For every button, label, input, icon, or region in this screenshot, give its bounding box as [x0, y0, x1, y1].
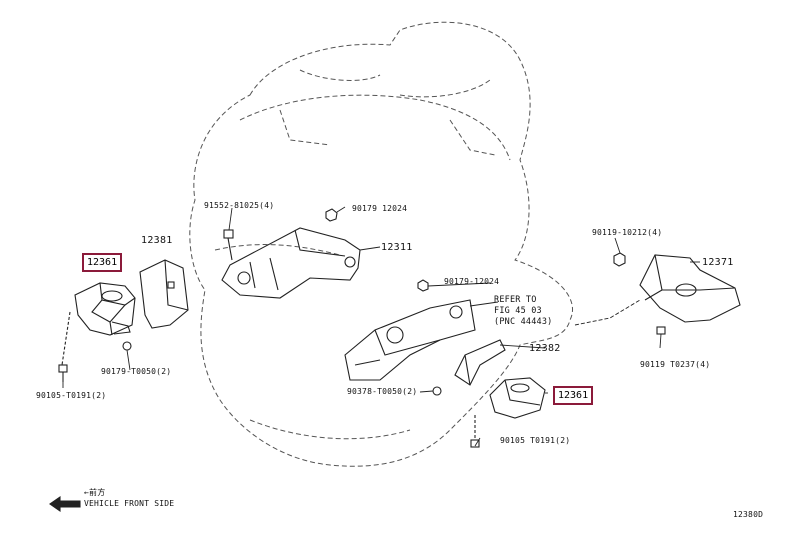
engine-outline — [189, 21, 574, 467]
bolt-90105-right — [470, 415, 480, 448]
nut-90179-a — [325, 208, 338, 222]
front-arrow-icon — [49, 495, 81, 513]
label-part-12311: 12311 — [381, 242, 413, 253]
label-bolt-90105-left: 90105-T0191(2) — [36, 391, 107, 400]
label-bolt-90119-b: 90119 T0237(4) — [640, 360, 711, 369]
refer-note-line2: FIG 45 03 — [494, 306, 542, 316]
bracket-12311[interactable] — [221, 227, 361, 299]
part-12361-left-highlight[interactable]: 12361 — [82, 253, 123, 272]
label-nut-90378: 90378-T0050(2) — [347, 387, 418, 396]
bolt-90119-a — [613, 252, 626, 267]
nut-90179-b — [417, 279, 429, 292]
label-part-12382: 12382 — [529, 343, 561, 354]
direction-label-en: VEHICLE FRONT SIDE — [84, 499, 175, 508]
leader-lines — [62, 206, 700, 447]
bracket-12382[interactable] — [454, 339, 506, 386]
left-bolt — [58, 311, 71, 382]
bolt-90119-b — [656, 326, 666, 335]
diagram-code: 12380D — [733, 510, 764, 519]
label-nut-90179-b: 90179-12024 — [444, 277, 500, 286]
part-12361-right-highlight[interactable]: 12361 — [553, 386, 594, 405]
center-bracket[interactable] — [344, 299, 476, 381]
label-part-12371: 12371 — [702, 257, 734, 268]
label-nut-90179-c: 90179-T0050(2) — [101, 367, 172, 376]
left-mount-insulator[interactable] — [74, 282, 136, 336]
right-mount-insulator[interactable] — [489, 377, 546, 419]
label-nut-90179-a: 90179 12024 — [352, 204, 408, 213]
part-12381-pad[interactable] — [139, 259, 189, 329]
label-part-12381: 12381 — [141, 235, 173, 246]
left-nut — [122, 341, 132, 351]
bolt-91552 — [223, 229, 234, 261]
refer-note-line1: REFER TO — [494, 295, 537, 305]
label-bolt-90119-a: 90119-10212(4) — [592, 228, 663, 237]
refer-note-line3: (PNC 44443) — [494, 317, 553, 327]
label-bolt-91552: 91552-81025(4) — [204, 201, 275, 210]
nut-90378 — [432, 386, 442, 396]
direction-label-cn: ←前方 — [84, 488, 106, 497]
right-mount-12371[interactable] — [639, 254, 741, 323]
label-bolt-90105-right: 90105 T0191(2) — [500, 436, 571, 445]
